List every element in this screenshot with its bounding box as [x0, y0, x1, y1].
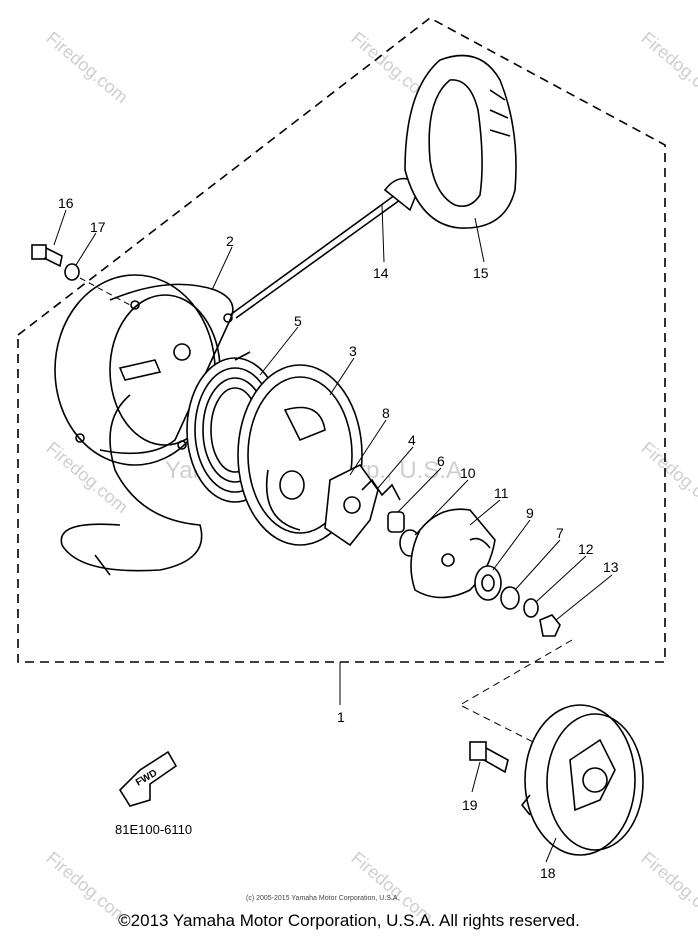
starter-pulley — [520, 704, 644, 856]
callout-13: 13 — [603, 559, 619, 575]
washer-17 — [64, 263, 80, 281]
callout-8: 8 — [382, 405, 390, 421]
diagram-code: 81E100-6110 — [115, 822, 192, 837]
nut-13 — [539, 614, 561, 637]
watermark-site: Firedog.com — [637, 438, 698, 518]
callout-1: 1 — [337, 709, 345, 725]
bolt-19 — [469, 741, 509, 774]
callout-2: 2 — [226, 233, 234, 249]
callout-10: 10 — [460, 465, 476, 481]
guide-plate — [410, 508, 496, 599]
callout-4: 4 — [408, 432, 416, 448]
callout-18: 18 — [540, 865, 556, 881]
callout-9: 9 — [526, 505, 534, 521]
callout-12: 12 — [578, 541, 594, 557]
small-copyright: (c) 2005-2015 Yamaha Motor Corporation, … — [246, 895, 399, 902]
copyright-footer: ©2013 Yamaha Motor Corporation, U.S.A. A… — [118, 911, 580, 930]
drive-plate — [324, 463, 379, 547]
fwd-arrow: FWD — [118, 750, 178, 807]
spring-4 — [361, 478, 401, 501]
callouts: 16 17 2 5 3 14 15 8 4 6 10 11 9 7 12 13 … — [58, 195, 619, 881]
callout-14: 14 — [373, 265, 389, 281]
leader-lines — [53, 204, 613, 863]
callout-17: 17 — [90, 219, 106, 235]
washer-9 — [474, 565, 502, 601]
watermark-site: Firedog.com — [637, 28, 698, 108]
callout-15: 15 — [473, 265, 489, 281]
callout-6: 6 — [437, 453, 445, 469]
starter-handle — [383, 54, 517, 229]
washer-7 — [500, 586, 520, 610]
leader-18-dash — [458, 639, 573, 749]
starter-rope — [60, 194, 401, 576]
washer-12 — [523, 598, 539, 618]
collar-6 — [387, 511, 405, 533]
callout-3: 3 — [349, 343, 357, 359]
watermark-site: Firedog.com — [42, 28, 131, 108]
callout-5: 5 — [294, 313, 302, 329]
callout-7: 7 — [556, 525, 564, 541]
callout-19: 19 — [462, 797, 478, 813]
callout-16: 16 — [58, 195, 74, 211]
bolt-16 — [31, 244, 63, 268]
callout-11: 11 — [494, 485, 509, 501]
